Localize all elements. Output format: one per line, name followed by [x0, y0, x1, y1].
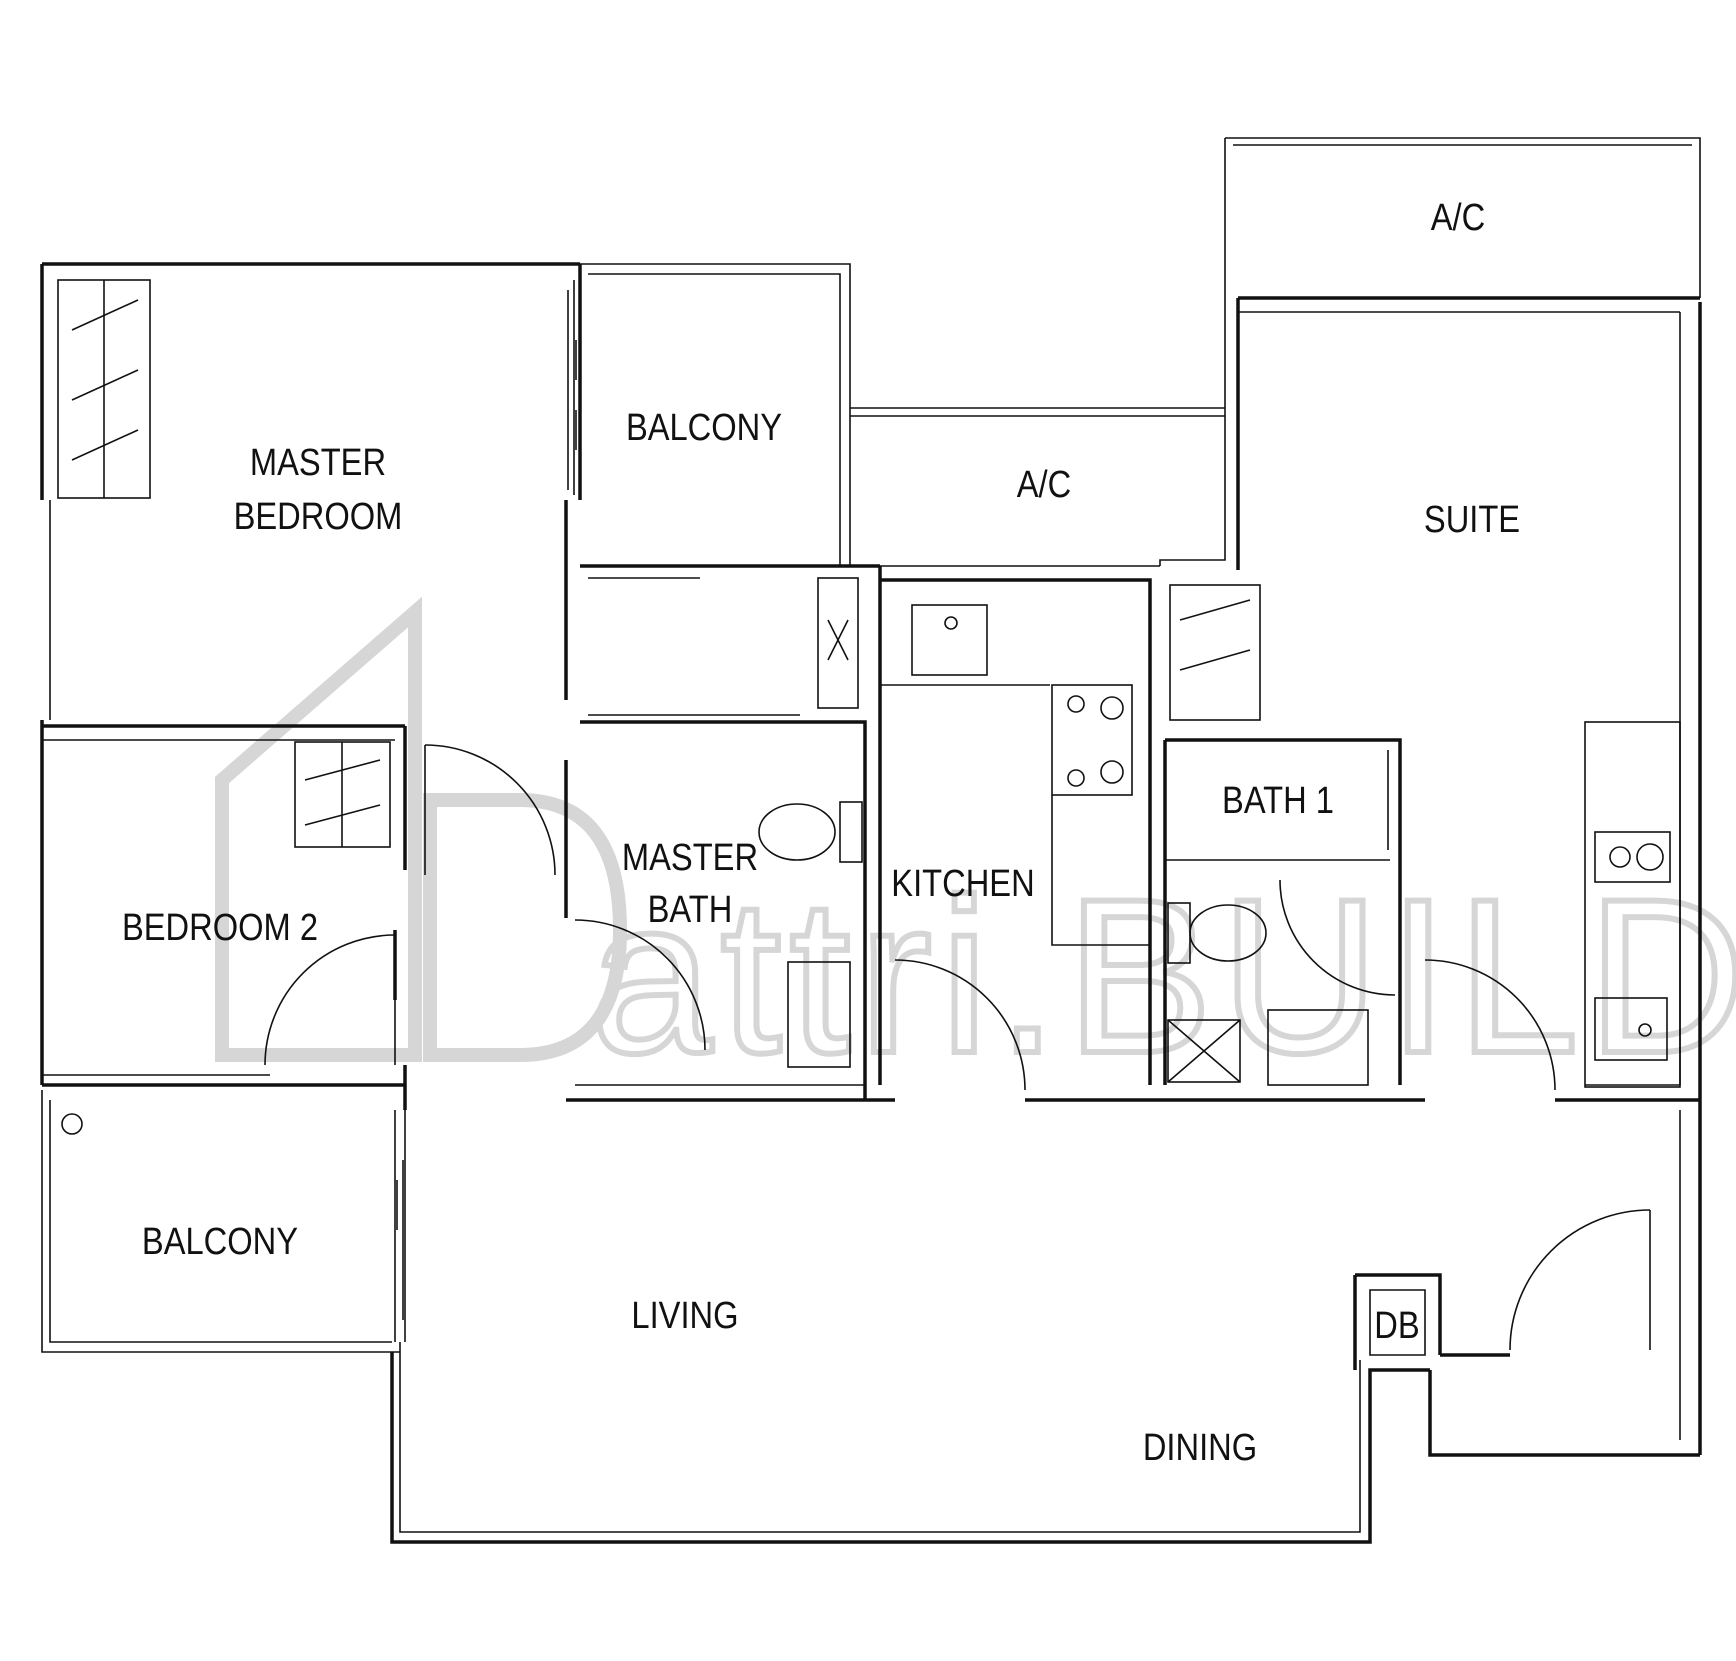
sliding-door-living-balcony[interactable]: [396, 1160, 404, 1320]
kitchen-hob: [1051, 684, 1133, 796]
door-bath1[interactable]: [1279, 879, 1396, 996]
watermark-d-letter: [423, 793, 628, 1062]
kitchen-sink-drain: [944, 616, 958, 630]
door-master-bedroom[interactable]: [424, 744, 556, 876]
suite-hob-burner-2: [1636, 843, 1664, 871]
watermark-text: attri.BUILD: [590, 853, 1736, 1099]
hob-burner-4: [1100, 760, 1124, 784]
hob-burner-1: [1067, 695, 1085, 713]
balcony-bottom-outline: [41, 1090, 400, 1353]
balcony-bottom-inner: [49, 1100, 392, 1343]
wall-bath1-top-right: [1165, 738, 1402, 1085]
wall-kitchen-top-right: [880, 578, 1152, 1085]
db-box: [1369, 1289, 1426, 1356]
fixtures: [57, 279, 1681, 1135]
toilet-bath1: [1167, 902, 1267, 964]
watermark: attri.BUILD: [215, 596, 1736, 1102]
suite-sink: [1594, 997, 1668, 1061]
wardrobe-master: [57, 279, 151, 499]
ac-top-ledge: [1225, 137, 1701, 298]
label-bedroom2: BEDROOM 2: [122, 906, 318, 949]
suite-hob: [1594, 831, 1671, 883]
label-dining: DINING: [1143, 1426, 1257, 1469]
kitchen-sink: [911, 604, 988, 676]
door-suite[interactable]: [1424, 959, 1556, 1091]
door-master-bath[interactable]: [574, 919, 706, 1051]
room-labels: MASTER BEDROOM BALCONY A/C A/C SUITE BED…: [122, 196, 1520, 1469]
label-master-bath-2: BATH: [648, 888, 733, 931]
label-ac-top: A/C: [1431, 196, 1485, 239]
label-living: LIVING: [631, 1294, 738, 1337]
basin-bath1: [1267, 1009, 1369, 1086]
basin-master-bath: [787, 961, 851, 1068]
balcony-floor-trap: [61, 1113, 83, 1135]
label-balcony-top: BALCONY: [626, 406, 782, 449]
label-suite: SUITE: [1424, 498, 1520, 541]
shower-master-bath: [817, 577, 859, 709]
wall-entrance-bottom: [1428, 1370, 1700, 1457]
label-ac-middle: A/C: [1017, 463, 1071, 506]
suite-hob-burner-1: [1609, 846, 1631, 868]
label-bath1: BATH 1: [1222, 779, 1334, 822]
balcony-top-outline: [580, 263, 851, 566]
wall-masterbath-right: [580, 720, 867, 1100]
label-master-bedroom-1: MASTER: [250, 441, 386, 484]
label-master-bedroom-2: BEDROOM: [234, 495, 403, 538]
doors: [264, 290, 1651, 1351]
toilet-master-bath: [758, 801, 863, 863]
wall-ac-right: [1159, 298, 1226, 566]
wall-living-bottom-inner: [399, 1342, 1361, 1533]
wardrobe-suite: [1169, 584, 1261, 721]
wall-db-outer: [1355, 1273, 1442, 1355]
sliding-door-master-balcony[interactable]: [567, 290, 577, 490]
label-balcony-bottom: BALCONY: [142, 1220, 298, 1263]
label-master-bath-1: MASTER: [622, 836, 758, 879]
wardrobe-bedroom2: [294, 741, 391, 848]
kitchen-counter-side: [1051, 795, 1150, 946]
shower-bath1: [1167, 1019, 1241, 1083]
hob-burner-2: [1100, 696, 1124, 720]
door-bedroom2[interactable]: [264, 934, 396, 1066]
door-main-entrance[interactable]: [1509, 1209, 1651, 1351]
watermark-house-icon: [215, 596, 422, 1062]
door-kitchen[interactable]: [894, 959, 1026, 1091]
balcony-top-inner: [588, 273, 841, 566]
wall-living-bottom: [390, 1352, 1430, 1544]
label-kitchen: KITCHEN: [891, 862, 1034, 905]
label-db: DB: [1374, 1304, 1419, 1347]
hob-burner-3: [1067, 769, 1085, 787]
outer-walls: [40, 137, 1702, 1544]
suite-sink-drain: [1638, 1023, 1652, 1037]
interior-walls: [42, 264, 1700, 1370]
suite-kitchenette-counter: [1584, 721, 1681, 1088]
